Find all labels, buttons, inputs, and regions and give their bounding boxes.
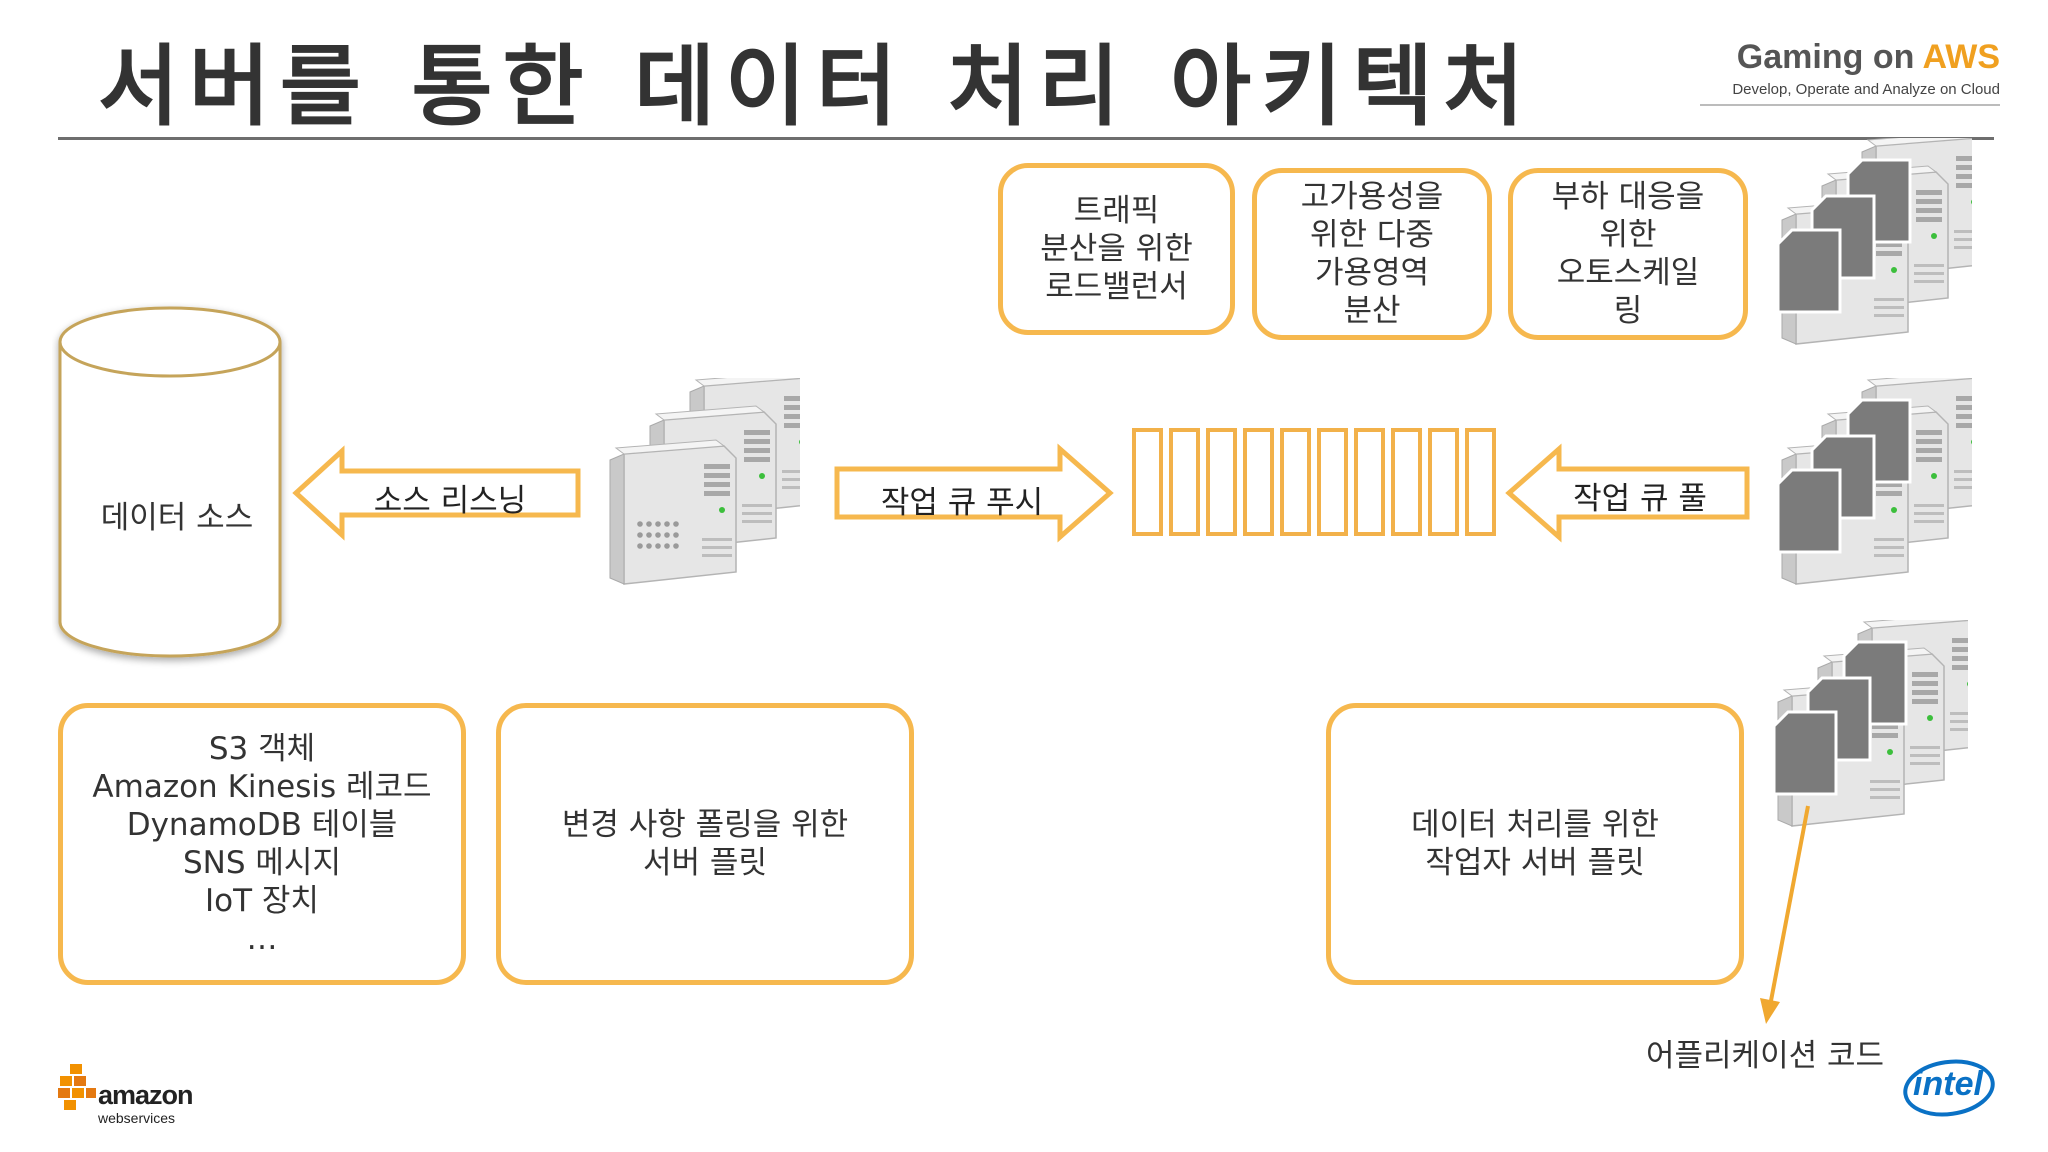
aws-logo-sub: webservices xyxy=(98,1110,176,1126)
aws-cubes-icon xyxy=(58,1064,96,1110)
queue-slot xyxy=(1132,428,1163,536)
slide-title: 서버를 통한 데이터 처리 아키텍처 xyxy=(98,35,1534,138)
source-listening-label: 소스 리스닝 xyxy=(373,483,527,519)
load-balancer-label: 트래픽 분산을 위한 로드밸런서 xyxy=(1040,192,1193,306)
database-cylinder-icon xyxy=(58,306,282,658)
brand-name-prefix: Gaming on xyxy=(1736,38,1923,76)
queue-slot xyxy=(1206,428,1237,536)
brand-name-accent: AWS xyxy=(1922,38,2000,76)
queue-push-arrow xyxy=(834,443,1114,543)
gaming-on-aws-logo: Gaming on AWS Develop, Operate and Analy… xyxy=(1700,38,2000,106)
queue-slot xyxy=(1169,428,1200,536)
sources-box: S3 객체 Amazon Kinesis 레코드 DynamoDB 테이블 SN… xyxy=(58,703,466,985)
app-server-icon xyxy=(1768,613,1985,832)
multi-az-label: 고가용성을 위한 다중 가용영역 분산 xyxy=(1300,178,1444,330)
brand-divider xyxy=(1700,104,2000,106)
queue-slot xyxy=(1317,428,1348,536)
job-queue-slots xyxy=(1132,428,1496,536)
amazon-web-services-logo: amazon webservices xyxy=(58,1060,218,1126)
worker-fleet-label: 데이터 처리를 위한 작업자 서버 플릿 xyxy=(1411,806,1659,881)
queue-slot xyxy=(1243,428,1274,536)
worker-fleet-box: 데이터 처리를 위한 작업자 서버 플릿 xyxy=(1326,703,1744,985)
queue-pull-arrow xyxy=(1505,443,1750,543)
polling-fleet-box: 변경 사항 폴링을 위한 서버 플릿 xyxy=(496,703,914,985)
autoscaling-label: 부하 대응을 위한 오토스케일 링 xyxy=(1551,178,1705,330)
queue-slot xyxy=(1428,428,1459,536)
app-code-label: 어플리케이션 코드 xyxy=(1645,1038,1884,1074)
queue-slot xyxy=(1280,428,1311,536)
queue-slot xyxy=(1391,428,1422,536)
app-code-arrow xyxy=(1760,805,1810,1024)
intel-logo: intel xyxy=(1903,1058,1999,1118)
datasource-label: 데이터 소스 xyxy=(100,500,254,536)
polling-server-icon xyxy=(600,371,817,590)
brand-name: Gaming on AWS xyxy=(1700,38,2000,77)
brand-tagline: Develop, Operate and Analyze on Cloud xyxy=(1732,81,2000,98)
queue-slot xyxy=(1354,428,1385,536)
autoscaling-box: 부하 대응을 위한 오토스케일 링 xyxy=(1508,168,1748,340)
autoscaling-server-icon xyxy=(1772,131,1989,350)
source-listening-arrow xyxy=(292,445,581,541)
sources-list: S3 객체 Amazon Kinesis 레코드 DynamoDB 테이블 SN… xyxy=(92,730,432,958)
intel-swoosh-icon xyxy=(1903,1059,1995,1117)
polling-fleet-label: 변경 사항 폴링을 위한 서버 플릿 xyxy=(561,806,849,881)
queue-push-label: 작업 큐 푸시 xyxy=(880,485,1044,521)
load-balancer-box: 트래픽 분산을 위한 로드밸런서 xyxy=(998,163,1235,335)
multi-az-box: 고가용성을 위한 다중 가용영역 분산 xyxy=(1252,168,1492,340)
job-queue xyxy=(1132,428,1496,536)
aws-logo-text: amazon xyxy=(98,1080,194,1110)
queue-pull-label: 작업 큐 풀 xyxy=(1573,481,1707,517)
queue-slot xyxy=(1465,428,1496,536)
title-divider xyxy=(58,137,1994,140)
intel-logo-text: intel xyxy=(1913,1065,1983,1103)
worker-server-icon xyxy=(1772,371,1989,590)
